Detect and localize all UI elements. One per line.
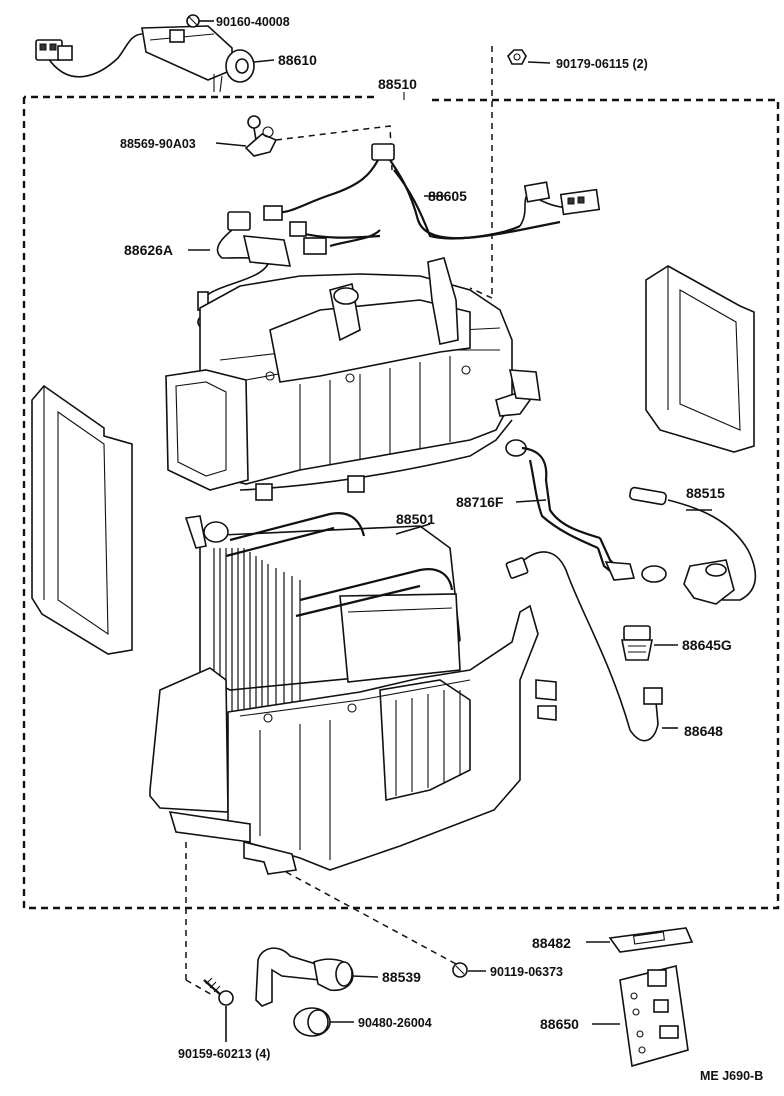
- bracket-88482: [586, 927, 694, 953]
- sensor-88626A: [188, 211, 292, 335]
- label-88569: 88569-90A03: [120, 137, 196, 151]
- servo-motor-88610: [35, 25, 275, 93]
- label-88610: 88610: [278, 52, 317, 68]
- screw-90159: [203, 977, 234, 1042]
- evaporator-fins: [213, 548, 301, 752]
- label-assembly-88510: 88510: [378, 76, 417, 92]
- pressure-switch-88645G: [621, 625, 678, 661]
- amplifier-88650: [592, 965, 689, 1068]
- label-88645G: 88645G: [682, 637, 732, 653]
- screw-90160: [186, 14, 214, 28]
- assembly-boundary: [22, 92, 780, 910]
- wire-harness-88605: [263, 143, 601, 255]
- thermistor-88515: [629, 486, 757, 605]
- nut-90179: [469, 46, 551, 299]
- screw-90119: [452, 962, 486, 978]
- label-88605: 88605: [428, 188, 467, 204]
- label-88539: 88539: [382, 969, 421, 985]
- label-88648: 88648: [684, 723, 723, 739]
- label-90160: 90160-40008: [216, 15, 290, 29]
- label-90480: 90480-26004: [358, 1016, 432, 1030]
- lower-case: [149, 604, 557, 875]
- label-88716F: 88716F: [456, 494, 504, 510]
- grommet-90480: [293, 1007, 354, 1037]
- harness-88648: [505, 551, 678, 742]
- label-88626A: 88626A: [124, 242, 173, 258]
- drain-hose-88539: [255, 947, 379, 1007]
- left-gasket: [31, 384, 133, 655]
- label-90179: 90179-06115 (2): [556, 57, 648, 71]
- label-90119: 90119-06373: [490, 965, 563, 979]
- label-90159: 90159-60213 (4): [178, 1047, 270, 1061]
- label-88501: 88501: [396, 511, 435, 527]
- footer-code: ME J690-B: [700, 1069, 763, 1083]
- label-88515: 88515: [686, 485, 725, 501]
- right-gasket: [645, 265, 755, 453]
- label-88650: 88650: [540, 1016, 579, 1032]
- label-88482: 88482: [532, 935, 571, 951]
- pipe-88716F: [505, 439, 667, 583]
- upper-case: [165, 257, 541, 501]
- clip-88569: [215, 115, 393, 171]
- dashed-leaders-lower: [185, 842, 457, 997]
- evaporator-88501: [184, 512, 461, 753]
